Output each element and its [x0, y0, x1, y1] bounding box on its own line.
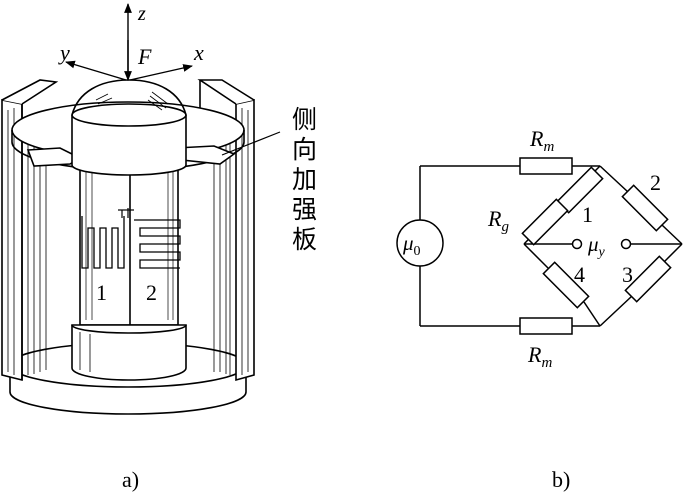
- output-label: μy: [587, 232, 606, 260]
- caption-b: b): [552, 467, 570, 492]
- arm-3-label: 3: [622, 262, 633, 287]
- plate-leader-line: [221, 131, 281, 156]
- caption-a: a): [122, 467, 139, 492]
- plate-label-char: 向: [292, 135, 317, 164]
- output-terminal-right: [620, 238, 632, 250]
- rm-bottom-label: Rm: [527, 342, 552, 371]
- x-axis-arrow: [129, 64, 193, 81]
- elastic-column: [71, 164, 187, 381]
- y-axis-arrow: [65, 60, 127, 81]
- resistors: [519, 157, 672, 335]
- plate-label-char: 强: [292, 195, 317, 224]
- gauge-2-label: 2: [146, 280, 157, 305]
- z-axis-label: z: [137, 3, 146, 25]
- resistor-arm-4: [542, 261, 590, 309]
- load-cell-drawing: [1, 79, 255, 415]
- force-label: F: [137, 44, 152, 69]
- resistor-rg: [521, 198, 569, 246]
- x-axis-label: x: [193, 40, 204, 65]
- voltage-source: [396, 219, 444, 267]
- arm-1-label: 1: [582, 202, 593, 227]
- base-plate: [9, 342, 247, 415]
- strain-gauge-1: [81, 216, 125, 269]
- axes: [65, 3, 193, 81]
- arm-4-label: 4: [574, 262, 585, 287]
- source-label: μ0: [402, 231, 421, 259]
- plate-label-char: 加: [292, 165, 317, 194]
- plate-label-char: 侧: [292, 105, 317, 134]
- resistor-rm-top: [519, 157, 573, 175]
- strain-gauge-2: [134, 219, 181, 269]
- y-axis-label: y: [58, 40, 70, 65]
- arm-2-label: 2: [650, 170, 661, 195]
- resistor-arm-3: [624, 255, 672, 303]
- rm-top-label: Rm: [529, 126, 554, 155]
- plate-label: 侧向加强板: [292, 105, 317, 254]
- output-terminal-left: [571, 238, 583, 250]
- resistor-rm-bottom: [519, 317, 573, 335]
- load-cap: [71, 79, 187, 176]
- plate-label-char: 板: [292, 225, 317, 254]
- gauge-1-label: 1: [96, 280, 107, 305]
- rg-label: Rg: [487, 206, 509, 235]
- resistor-arm-2: [621, 184, 669, 232]
- bridge-circuit: [419, 165, 683, 327]
